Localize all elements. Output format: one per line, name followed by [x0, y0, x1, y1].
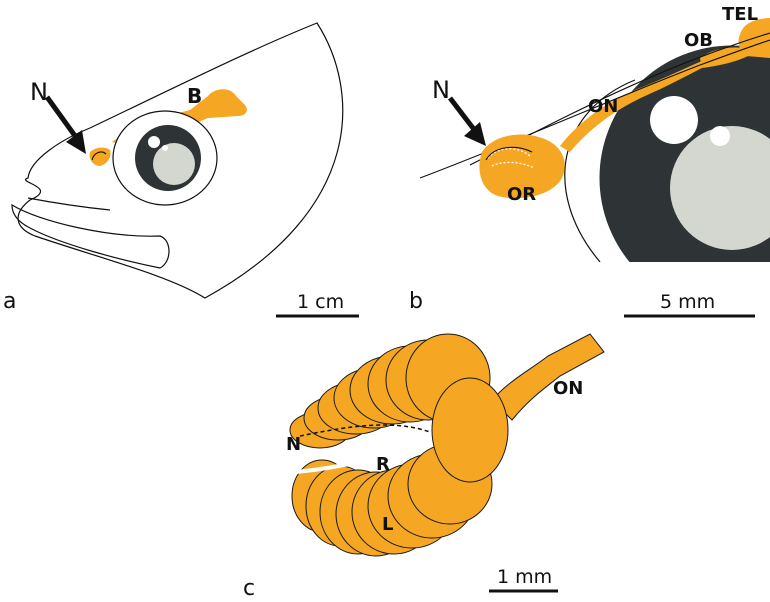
panel-letter-c: c	[243, 576, 255, 601]
raphe-dashes	[299, 424, 431, 437]
panel-letter-a: a	[3, 289, 16, 314]
label-n-a: N	[30, 78, 48, 106]
rosette-raphe	[295, 438, 431, 474]
label-on-b: ON	[588, 96, 618, 117]
arrow-shaft-b	[448, 96, 478, 134]
label-on-c: ON	[553, 378, 583, 399]
lower-jaw	[11, 203, 170, 269]
mouth-line	[27, 197, 111, 211]
panel-b: N TEL OB ON OR 5 mm b	[409, 4, 770, 318]
arrow-shaft-a	[44, 95, 81, 142]
scale-label-b: 5 mm	[660, 291, 715, 313]
rosette-cap	[431, 377, 509, 483]
eye-highlight-large	[148, 136, 160, 148]
rosette-lamellae	[289, 333, 509, 557]
label-n-c: N	[286, 434, 301, 455]
label-r: R	[376, 454, 390, 475]
scale-label-a: 1 cm	[297, 291, 344, 313]
olfactory-rosette-b	[479, 134, 565, 199]
arrow-head-a	[66, 130, 86, 154]
fish-head-outline	[17, 22, 344, 299]
arrow-head-b	[464, 122, 486, 146]
olfactory-nerve-c	[491, 333, 605, 421]
label-or: OR	[507, 184, 536, 205]
label-ob: OB	[684, 30, 713, 51]
panel-a: N B 1 cm a	[3, 22, 359, 318]
eye-highlight-large-b	[650, 96, 698, 144]
panel-c: ON N R L 1 mm c	[243, 333, 605, 601]
nostril-mark-a	[91, 151, 107, 161]
nostril-outline-b	[485, 146, 533, 161]
eye-lens-b	[670, 126, 770, 250]
olfactory-nerve-b	[560, 60, 706, 152]
label-b: B	[187, 84, 202, 108]
eye-highlight-small-b	[710, 126, 730, 146]
scale-label-c: 1 mm	[497, 566, 552, 588]
nostril-mark-b	[487, 148, 535, 169]
label-n-b: N	[432, 76, 450, 104]
eye-lens	[153, 143, 195, 185]
panel-letter-b: b	[409, 289, 423, 314]
eye-highlight-small	[162, 145, 168, 151]
label-tel: TEL	[722, 4, 758, 25]
label-l: L	[382, 514, 393, 535]
olfactory-organ-a	[89, 147, 111, 166]
eye-orbit-line	[564, 79, 636, 262]
